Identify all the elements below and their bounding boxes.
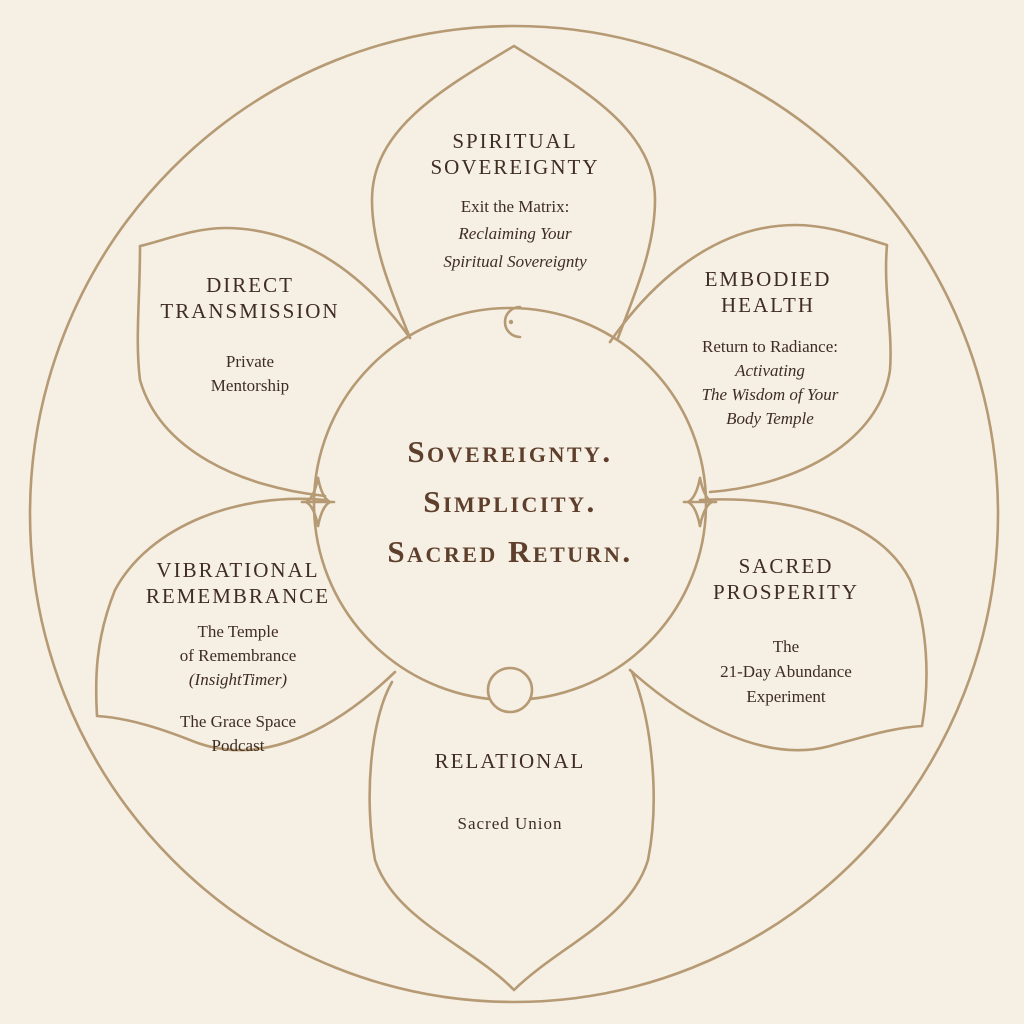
spiritual-line-3: Spiritual Sovereignty: [400, 250, 630, 274]
vibrational-heading-1: Vibrational: [128, 557, 348, 583]
spiritual-line-2: Reclaiming Your: [400, 222, 630, 246]
spiritual-heading-2: Sovereignty: [410, 154, 620, 180]
relational-heading: Relational: [410, 748, 610, 774]
transmission-heading-2: Transmission: [150, 298, 350, 324]
prosperity-heading-1: Sacred: [686, 553, 886, 579]
relational-line-1: Sacred Union: [410, 812, 610, 836]
prosperity-heading-2: Prosperity: [686, 579, 886, 605]
prosperity-line-2: 21-Day Abundance: [686, 660, 886, 684]
center-line-1: Sovereignty.: [300, 434, 720, 470]
center-line-2: Simplicity.: [300, 484, 720, 520]
vibrational-heading-2: Remembrance: [128, 583, 348, 609]
embodied-line-1: Return to Radiance:: [660, 335, 880, 359]
transmission-line-2: Mentorship: [150, 374, 350, 398]
transmission-heading-1: Direct: [150, 272, 350, 298]
prosperity-line-1: The: [686, 635, 886, 659]
prosperity-line-3: Experiment: [686, 685, 886, 709]
petal-spiritual-sovereignty: [372, 46, 655, 338]
center-line-3: Sacred Return.: [300, 534, 720, 570]
vibrational-line-1: The Temple: [138, 620, 338, 644]
spiritual-heading-1: Spiritual: [410, 128, 620, 154]
vibrational-line-5: Podcast: [138, 734, 338, 758]
vibrational-line-2: of Remembrance: [138, 644, 338, 668]
vibrational-line-3: (InsightTimer): [138, 668, 338, 692]
embodied-line-4: Body Temple: [660, 407, 880, 431]
vibrational-line-4: The Grace Space: [138, 710, 338, 734]
embodied-heading-1: Embodied: [668, 266, 868, 292]
circle-icon: [488, 668, 532, 712]
embodied-line-3: The Wisdom of Your: [660, 383, 880, 407]
transmission-line-1: Private: [150, 350, 350, 374]
embodied-line-2: Activating: [660, 359, 880, 383]
spiritual-line-1: Exit the Matrix:: [400, 195, 630, 219]
embodied-heading-2: Health: [668, 292, 868, 318]
